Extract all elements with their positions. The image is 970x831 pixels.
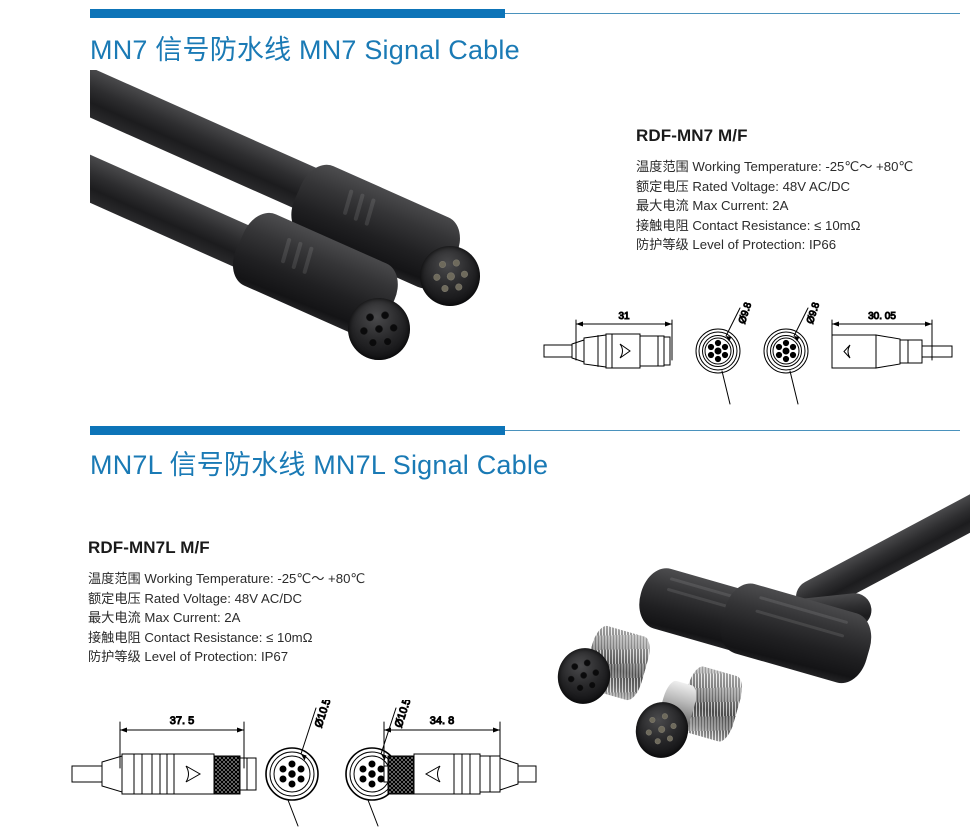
pin bbox=[654, 737, 662, 745]
grip-ridge bbox=[353, 193, 365, 222]
technical-drawing-mn7: 31 bbox=[540, 300, 960, 410]
spec-rated-voltage: 额定电压 Rated Voltage: 48V AC/DC bbox=[636, 178, 851, 194]
header-rule-thin bbox=[505, 430, 960, 431]
socket bbox=[591, 668, 601, 677]
pin bbox=[657, 725, 666, 734]
spec-working-temperature: 温度范围 Working Temperature: -25℃～ +80℃ bbox=[636, 159, 914, 174]
grip-ridge bbox=[291, 241, 303, 270]
socket bbox=[367, 337, 379, 348]
header-rule-thick bbox=[90, 9, 505, 18]
grip-ridge bbox=[755, 609, 845, 638]
socket bbox=[388, 322, 400, 334]
product-photo-mn7 bbox=[90, 70, 510, 370]
pin bbox=[666, 734, 674, 743]
spec-block-mn7: RDF-MN7 M/F 温度范围 Working Temperature: -2… bbox=[636, 126, 913, 255]
pin bbox=[437, 259, 448, 270]
socket bbox=[570, 662, 580, 671]
grip-ridge bbox=[364, 198, 376, 227]
dim-label-left: 31 bbox=[618, 311, 630, 322]
dim-label-face-right: Ø9.8 bbox=[805, 301, 822, 325]
spec-contact-resistance: 接触电阻 Contact Resistance: ≤ 10mΩ bbox=[88, 629, 313, 645]
spec-rated-voltage: 额定电压 Rated Voltage: 48V AC/DC bbox=[88, 590, 303, 606]
pin bbox=[645, 728, 653, 737]
spec-contact-resistance: 接触电阻 Contact Resistance: ≤ 10mΩ bbox=[636, 217, 861, 233]
pin bbox=[648, 716, 657, 724]
model-name-mn7: RDF-MN7 M/F bbox=[636, 126, 748, 145]
socket bbox=[382, 336, 393, 347]
pin bbox=[459, 269, 470, 279]
socket bbox=[379, 310, 391, 321]
socket bbox=[358, 325, 370, 337]
spec-level-of-protection: 防护等级 Level of Protection: IP66 bbox=[636, 237, 837, 252]
spec-max-current: 最大电流 Max Current: 2A bbox=[88, 610, 241, 625]
header-rule-thin bbox=[505, 13, 960, 14]
technical-drawing-mn7l: 37. 5 bbox=[60, 700, 540, 830]
dim-label-face-left: Ø9.8 bbox=[737, 301, 754, 325]
dim-label-left: 37. 5 bbox=[170, 715, 194, 727]
socket bbox=[582, 658, 592, 668]
grip-ridge bbox=[302, 246, 314, 275]
spec-level-of-protection: 防护等级 Level of Protection: IP67 bbox=[88, 649, 289, 664]
header-rule-mn7l bbox=[90, 425, 960, 437]
socket bbox=[364, 312, 376, 323]
header-rule-mn7 bbox=[90, 8, 960, 20]
dim-label-face-left: Ø10.5 bbox=[313, 700, 334, 729]
section-title-mn7l: MN7L 信号防水线 MN7L Signal Cable bbox=[90, 450, 549, 480]
dim-label-face-right: Ø10.5 bbox=[393, 700, 414, 729]
spec-block-mn7l: RDF-MN7L M/F 温度范围 Working Temperature: -… bbox=[88, 538, 365, 667]
pin bbox=[445, 271, 457, 282]
spec-working-temperature: 温度范围 Working Temperature: -25℃～ +80℃ bbox=[88, 571, 366, 586]
pin bbox=[440, 283, 450, 294]
spec-max-current: 最大电流 Max Current: 2A bbox=[636, 198, 789, 213]
socket bbox=[575, 683, 585, 693]
pin bbox=[432, 272, 442, 282]
socket bbox=[579, 671, 588, 680]
product-photo-mn7l bbox=[540, 470, 970, 831]
dim-label-right: 34. 8 bbox=[430, 715, 454, 727]
socket bbox=[566, 674, 576, 684]
section-title-mn7: MN7 信号防水线 MN7 Signal Cable bbox=[90, 35, 520, 65]
grip-ridge bbox=[280, 237, 292, 264]
socket bbox=[587, 680, 597, 690]
socket bbox=[373, 323, 385, 335]
dim-label-right: 30. 05 bbox=[868, 311, 896, 322]
pin bbox=[454, 282, 464, 292]
pin bbox=[669, 722, 678, 730]
pin bbox=[661, 712, 669, 720]
model-name-mn7l: RDF-MN7L M/F bbox=[88, 538, 210, 557]
header-rule-thick bbox=[90, 426, 505, 435]
pin bbox=[451, 258, 461, 268]
grip-ridge bbox=[342, 189, 354, 216]
